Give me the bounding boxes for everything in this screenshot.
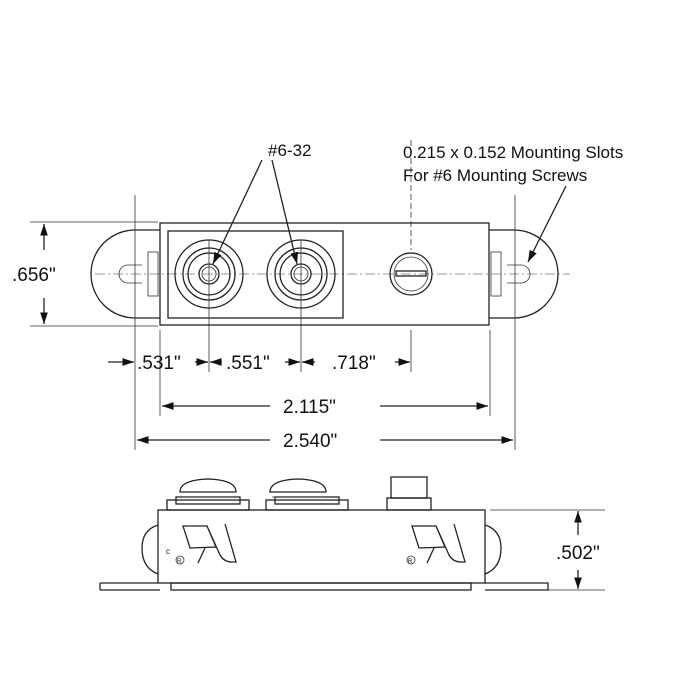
left-side-clip — [141, 524, 159, 575]
r-mark-left: R — [177, 559, 182, 565]
thread-callout: #6-32 — [268, 141, 311, 160]
registered-mark-right-icon — [406, 555, 416, 565]
dim-inner-length: 2.115" — [283, 397, 336, 418]
dim-551: .551" — [226, 353, 270, 374]
screw-head-1 — [166, 478, 250, 511]
dim-height-top: .656" — [12, 265, 56, 286]
ul-logo-right — [411, 523, 466, 564]
dim-718: .718" — [332, 353, 376, 374]
dim-side-height: .502" — [556, 543, 600, 564]
r-mark-right: R — [408, 559, 413, 565]
ul-logo-left — [182, 523, 237, 564]
left-slot — [118, 264, 142, 284]
left-mounting-ear — [90, 229, 160, 319]
slotted-screw — [389, 252, 433, 296]
dim-overall-length: 2.540" — [283, 431, 337, 452]
left-base-flange — [99, 582, 160, 591]
right-side-clip — [484, 524, 502, 575]
right-mounting-ear — [489, 229, 559, 319]
side-view — [99, 476, 549, 591]
screw-head-2 — [265, 478, 349, 511]
left-clip — [147, 251, 159, 297]
slots-callout-line2: For #6 Mounting Screws — [403, 166, 587, 185]
dim-531: .531" — [137, 353, 181, 374]
side-body — [157, 509, 486, 584]
terminal-insert — [167, 230, 344, 319]
slots-callout-line1: 0.215 x 0.152 Mounting Slots — [403, 143, 623, 162]
registered-mark-left-icon — [175, 555, 185, 565]
extension-lines — [30, 140, 516, 450]
dimension-lines — [40, 224, 605, 591]
adjust-screw-post — [386, 476, 432, 511]
base-plate — [170, 582, 472, 591]
right-clip — [490, 251, 502, 297]
callout-leaders — [212, 159, 567, 265]
body-outline — [159, 222, 490, 326]
top-view — [90, 222, 570, 326]
right-slot — [507, 264, 531, 284]
c-mark: c — [166, 547, 170, 556]
right-base-flange — [485, 582, 549, 591]
